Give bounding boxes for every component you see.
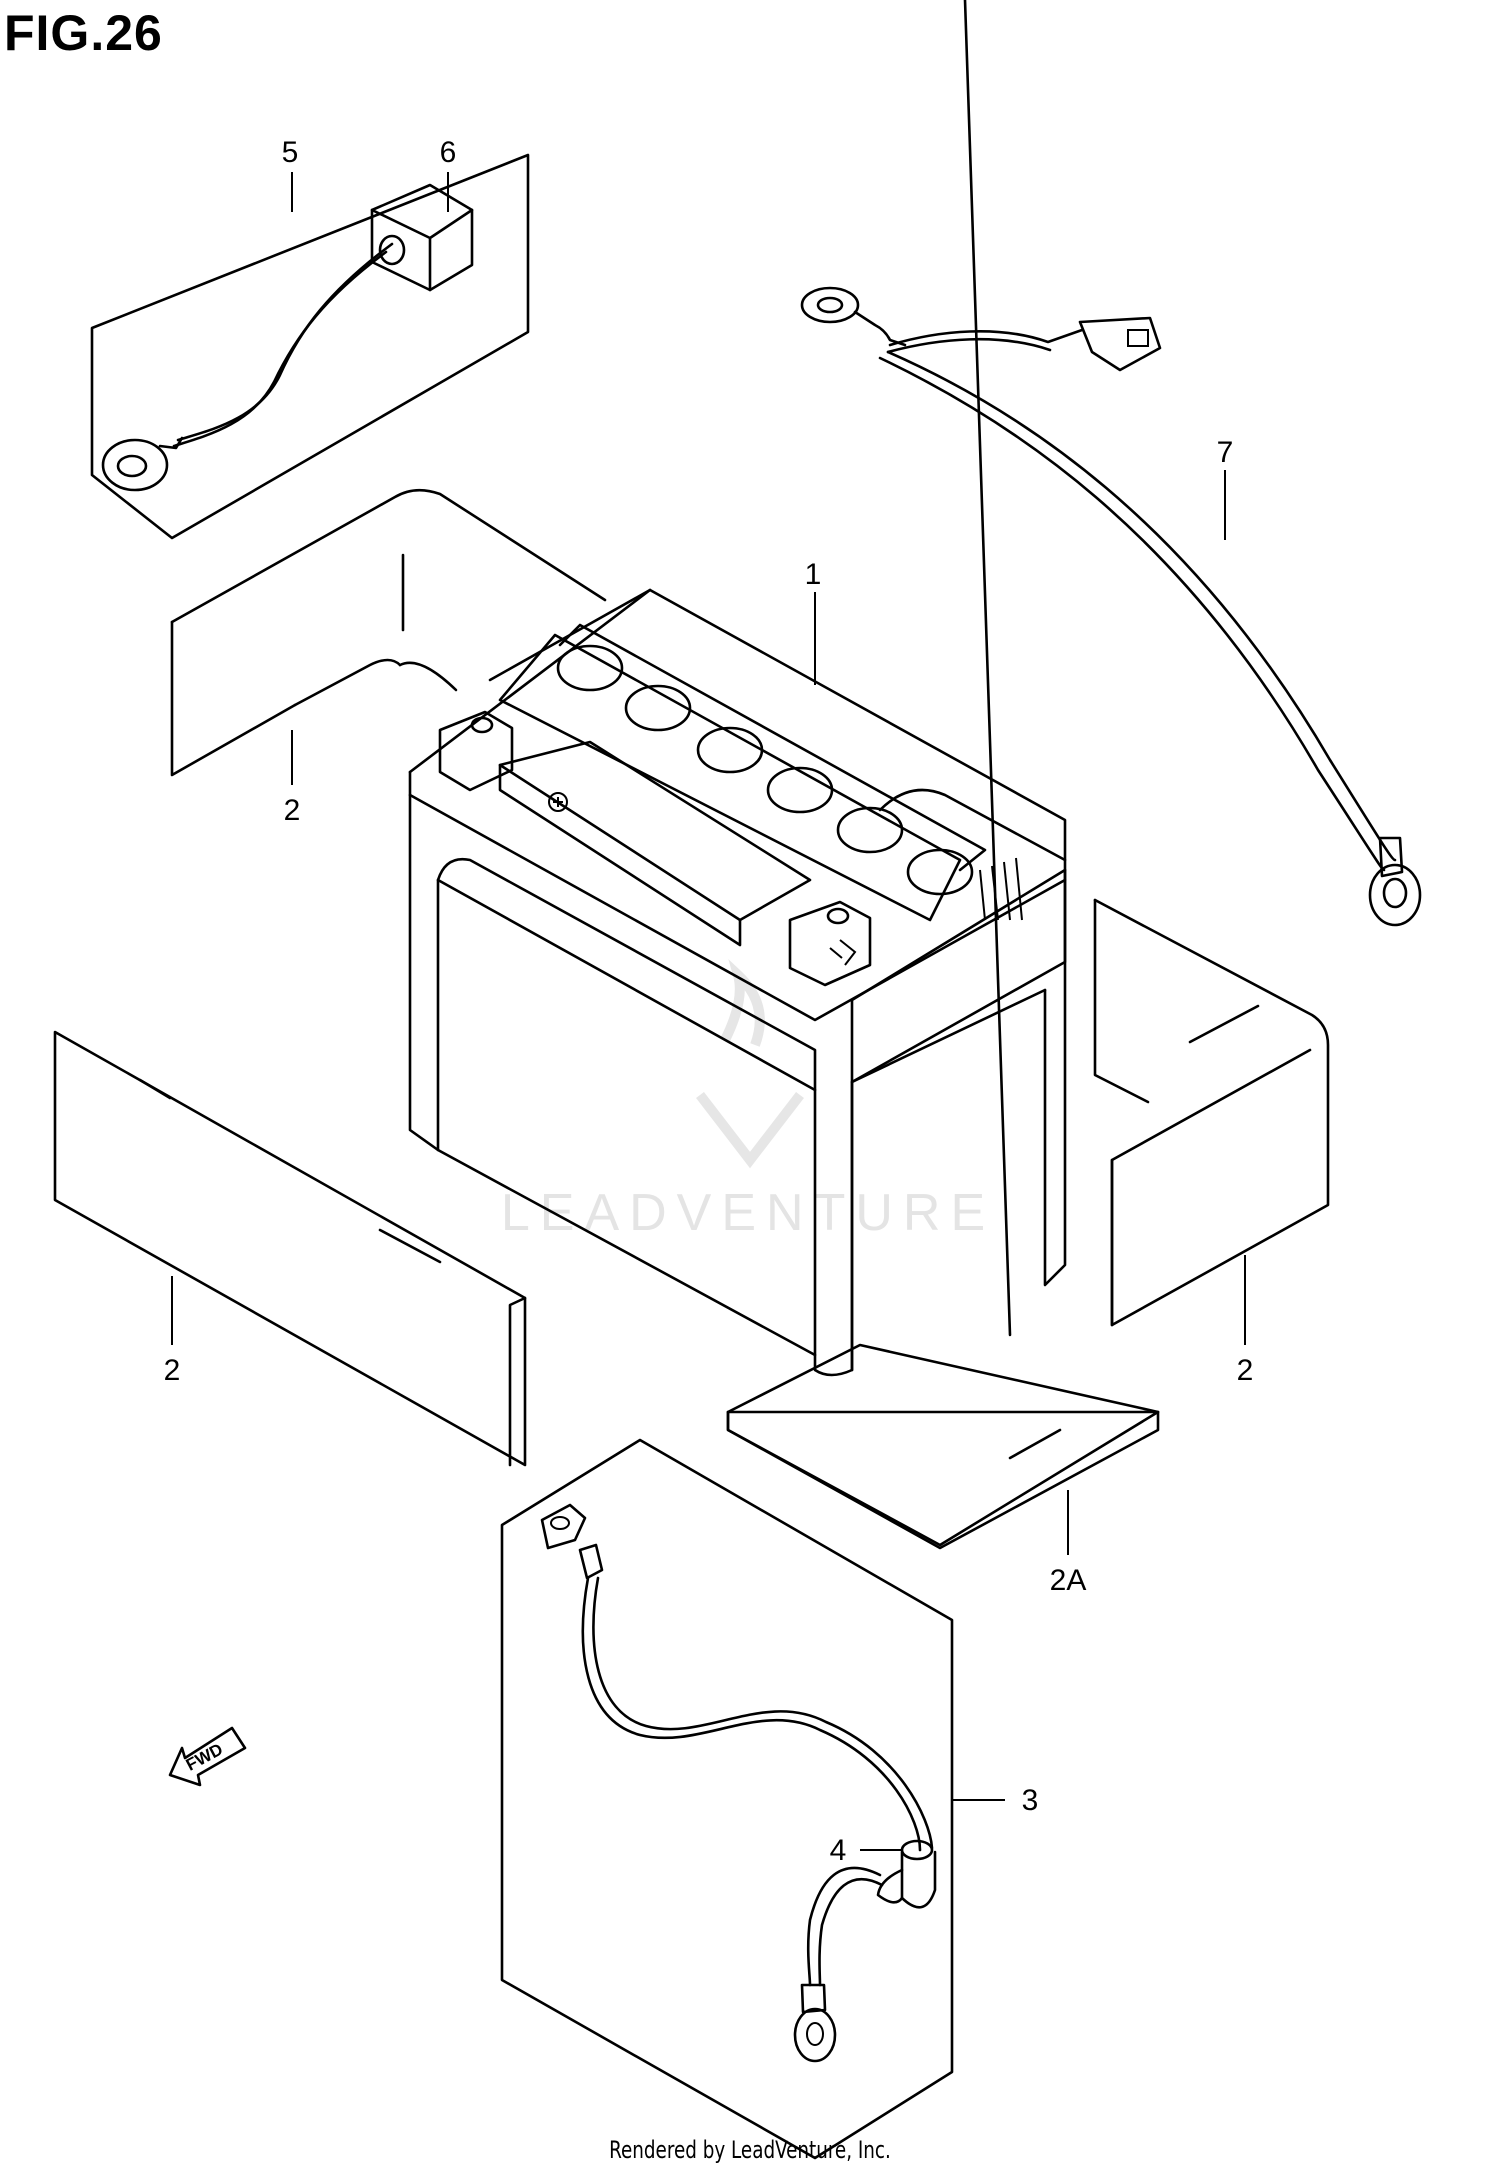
battery-pad-upper-left	[170, 488, 607, 777]
callouts: 1 2 2 2 2A 3 4 5 6 7	[164, 136, 1254, 1867]
negative-cable-group	[500, 1438, 954, 2160]
terminal-icon	[438, 710, 872, 987]
ring-terminal-icon	[1368, 863, 1422, 927]
watermark-text: LEADVENTURE	[501, 1184, 995, 1242]
callout-2-upper-left: 2	[284, 794, 301, 827]
callout-leaders	[171, 172, 1246, 1851]
battery-pad-right	[1093, 898, 1330, 1327]
positive-cable	[101, 242, 394, 492]
callout-6: 6	[440, 136, 457, 169]
group-outline	[500, 1438, 954, 2160]
group-outline	[90, 153, 530, 540]
callout-1: 1	[805, 558, 822, 591]
terminal-cover-6	[370, 183, 474, 292]
ring-terminal-icon	[101, 438, 169, 492]
callout-2-right: 2	[1237, 1354, 1254, 1387]
fwd-arrow-icon: FWD	[168, 1726, 247, 1787]
ring-terminal-icon	[800, 286, 860, 324]
connector-icon	[1078, 316, 1162, 372]
footer-credit: Rendered by LeadVenture, Inc.	[609, 2136, 891, 2164]
callout-3: 3	[1022, 1784, 1039, 1817]
watermark-logo-icon	[696, 959, 804, 1169]
watermark: LEADVENTURE	[501, 959, 995, 1242]
positive-cable-group	[90, 153, 530, 540]
cell-cap-icon	[556, 644, 974, 896]
callout-2-lower-left: 2	[164, 1354, 181, 1387]
callout-7: 7	[1217, 436, 1234, 469]
vent-slots	[979, 857, 1023, 921]
callout-2a: 2A	[1050, 1564, 1087, 1597]
battery-pad-lower-left	[53, 1030, 527, 1467]
callout-4: 4	[830, 1834, 847, 1867]
ring-terminal-icon	[793, 2007, 837, 2063]
negative-cable	[540, 1503, 937, 2063]
battery	[408, 588, 1067, 1377]
figure-title: FIG.26	[4, 5, 163, 61]
ground-wire	[800, 286, 1422, 927]
callout-5: 5	[282, 136, 299, 169]
battery-pad-bottom	[726, 0, 1160, 1550]
plus-icon	[548, 792, 568, 812]
